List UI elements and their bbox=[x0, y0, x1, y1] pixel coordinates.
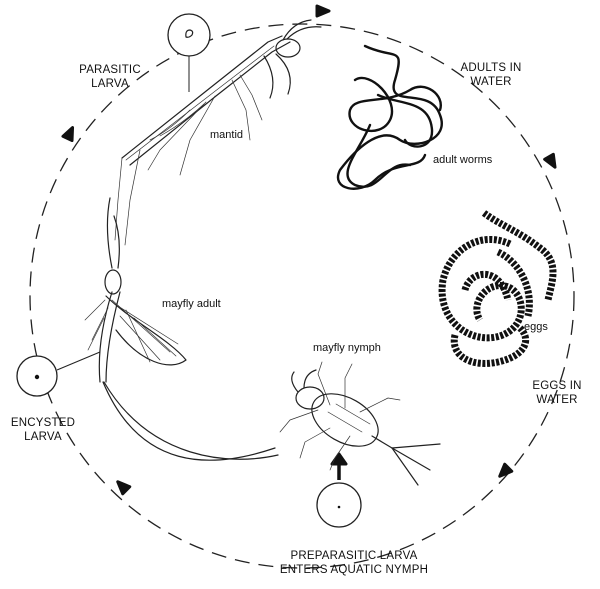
preparasitic-larva-icon bbox=[316, 482, 362, 528]
label-eggs-in-water: EGGS IN WATER bbox=[532, 380, 581, 406]
svg-text:PARASITIC: PARASITIC bbox=[79, 64, 141, 76]
svg-text:LARVA: LARVA bbox=[91, 78, 129, 90]
arrow-right-lower-icon bbox=[498, 462, 514, 478]
svg-text:WATER: WATER bbox=[470, 76, 511, 88]
label-preparasitic-larva: PREPARASITIC LARVA ENTERS AQUATIC NYMPH bbox=[280, 550, 428, 576]
svg-text:LARVA: LARVA bbox=[24, 431, 62, 443]
arrow-left-upper-icon bbox=[61, 126, 75, 143]
label-encysted-larva: ENCYSTED LARVA bbox=[11, 417, 75, 443]
caption-mayfly-adult: mayfly adult bbox=[162, 298, 221, 310]
arrow-up-to-nymph-icon bbox=[330, 452, 348, 480]
caption-mantid: mantid bbox=[210, 129, 243, 141]
label-adults-in-water: ADULTS IN WATER bbox=[460, 62, 521, 88]
svg-text:PREPARASITIC LARVA: PREPARASITIC LARVA bbox=[291, 550, 418, 562]
mayfly-nymph-icon bbox=[279, 361, 441, 486]
mantid-icon bbox=[114, 19, 322, 246]
cycle-ring bbox=[29, 23, 575, 569]
caption-adult-worms: adult worms bbox=[433, 154, 493, 166]
arrow-top-icon bbox=[315, 4, 331, 18]
eggs-icon bbox=[438, 210, 557, 367]
arrow-bottom-left-icon bbox=[116, 480, 132, 496]
caption-mayfly-nymph: mayfly nymph bbox=[313, 342, 381, 354]
encysted-larva-icon bbox=[16, 351, 101, 397]
arrow-right-upper-icon bbox=[543, 152, 557, 169]
svg-text:WATER: WATER bbox=[536, 394, 577, 406]
caption-eggs: eggs bbox=[524, 321, 548, 333]
svg-text:ENTERS AQUATIC NYMPH: ENTERS AQUATIC NYMPH bbox=[280, 564, 428, 576]
parasitic-larva-icon bbox=[167, 13, 211, 92]
mayfly-adult-icon bbox=[84, 197, 279, 461]
svg-text:ADULTS IN: ADULTS IN bbox=[460, 62, 521, 74]
svg-text:ENCYSTED: ENCYSTED bbox=[11, 417, 75, 429]
adult-worms-icon bbox=[336, 44, 443, 190]
label-parasitic-larva: PARASITIC LARVA bbox=[79, 64, 141, 90]
svg-text:EGGS IN: EGGS IN bbox=[532, 380, 581, 392]
